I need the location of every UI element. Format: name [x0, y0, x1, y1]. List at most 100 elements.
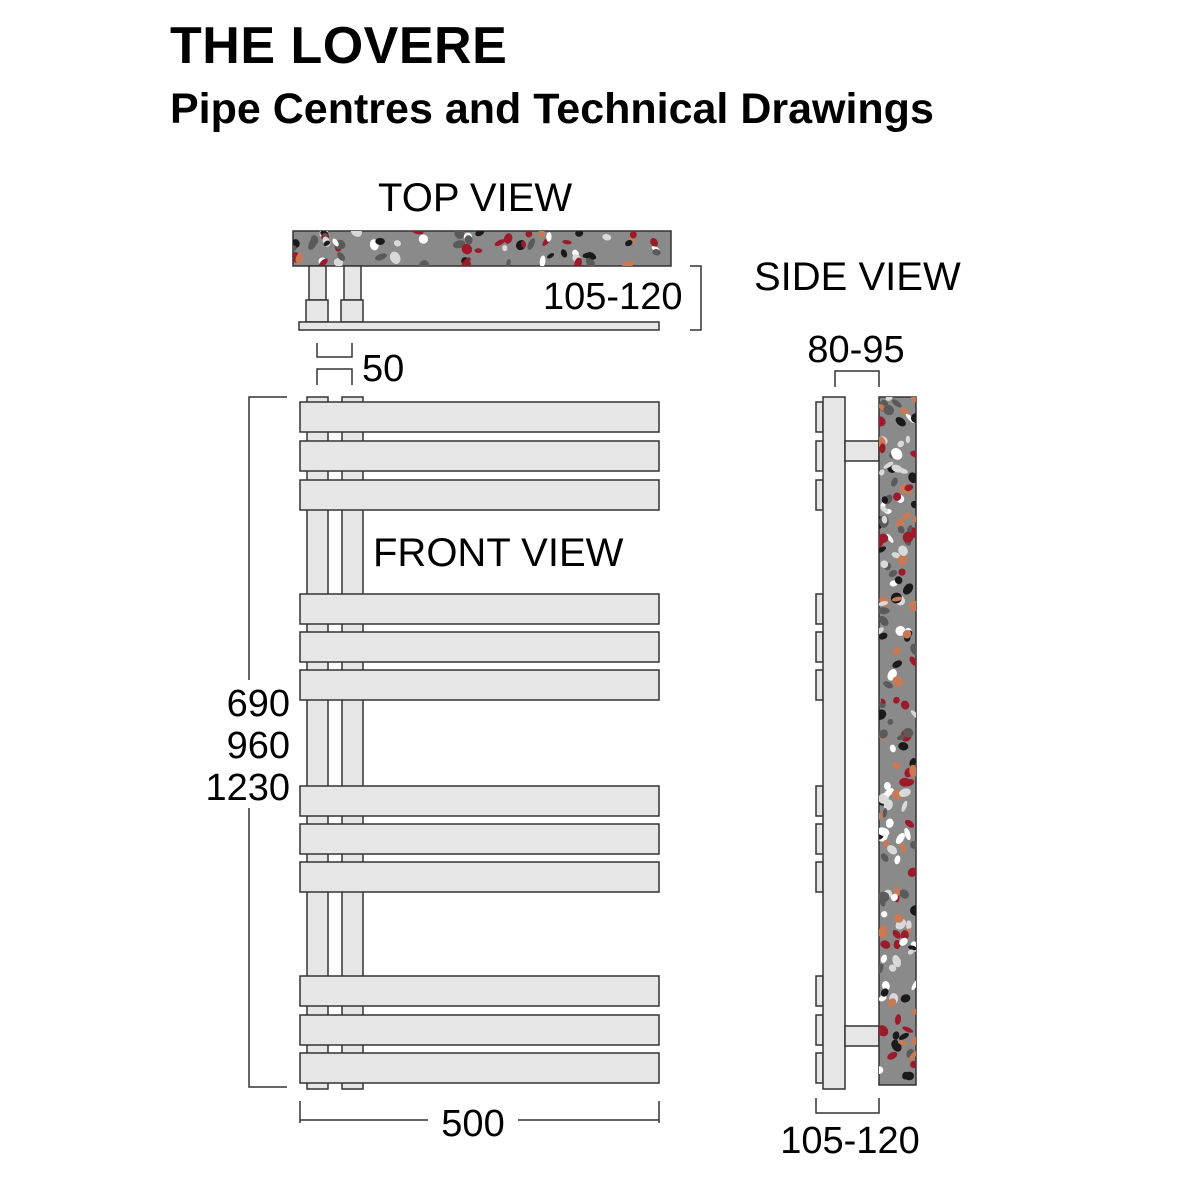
wall-speckle [393, 240, 401, 247]
wall-speckle [475, 231, 485, 237]
wall-speckle [461, 243, 473, 255]
wall-speckle [892, 676, 904, 687]
wall-speckle [389, 251, 401, 264]
towel-bar [299, 593, 660, 625]
wall-speckle [887, 845, 898, 855]
wall-speckle [902, 629, 912, 639]
wall-speckle [908, 472, 916, 483]
wall-speckle [503, 233, 513, 244]
wall-speckle [902, 583, 914, 595]
wall-speckle [602, 233, 612, 241]
side-gap-dimension [834, 370, 880, 387]
wall-speckle [880, 698, 886, 705]
wall-speckle [899, 777, 911, 787]
wall-speckle [885, 397, 893, 401]
towel-bar [299, 823, 660, 855]
wall-speckle [502, 244, 508, 252]
wall-speckle [897, 525, 905, 534]
wall-speckle [900, 700, 910, 710]
wall-speckle [879, 546, 886, 553]
wall-speckle [879, 443, 886, 454]
height-label-1230: 1230 [205, 767, 290, 809]
wall-speckle [904, 484, 914, 492]
page-title: THE LOVERE [170, 17, 508, 75]
wall-speckle [907, 867, 916, 877]
wall-speckle [562, 240, 572, 245]
wall-speckle [880, 940, 891, 949]
wall-speckle [539, 255, 546, 266]
wall-speckle [521, 240, 526, 248]
side-bar-end [815, 1052, 824, 1084]
wall-speckle [879, 1025, 889, 1037]
wall-speckle [911, 979, 916, 991]
wall-speckle [879, 533, 889, 544]
wall-speckle [887, 998, 897, 1007]
wall-speckle [652, 249, 661, 256]
wall-speckle [887, 718, 894, 725]
side-projection-dimension [815, 1098, 880, 1114]
wall-speckle [880, 954, 888, 963]
wall-speckle [879, 709, 887, 720]
wall-speckle [899, 842, 907, 854]
wall-speckle [898, 545, 908, 556]
wall-speckle [881, 496, 889, 504]
wall-speckle [892, 647, 901, 655]
wall-speckle [907, 949, 914, 955]
wall-speckle [899, 889, 910, 899]
wall-speckle [879, 827, 890, 837]
wall-speckle [293, 245, 297, 252]
towel-bar [299, 440, 660, 472]
wall-speckle [902, 1071, 909, 1080]
wall-speckle [894, 855, 901, 865]
wall-speckle [891, 399, 902, 408]
wall-speckle [412, 231, 424, 235]
wall-speckle [375, 253, 387, 261]
wall-speckle [332, 238, 339, 247]
wall-speckle [650, 237, 658, 247]
wall-speckle [883, 782, 891, 791]
towel-bar [299, 1014, 660, 1046]
side-bar-end [815, 861, 824, 893]
wall-speckle [909, 840, 916, 850]
wall-speckle [879, 627, 884, 635]
wall-speckle [894, 1014, 902, 1025]
side-bar-end [815, 823, 824, 855]
wall-speckle [574, 257, 582, 266]
wall-speckle [879, 416, 886, 427]
wall-speckle [901, 800, 908, 812]
wall-speckle [891, 447, 903, 460]
wall-speckle [912, 516, 916, 523]
side-bar-end [815, 669, 824, 701]
pipe-spacing-dimension [316, 343, 353, 385]
side-bar-end [815, 975, 824, 1007]
wall-speckle [911, 1036, 916, 1046]
side-bar-end [815, 593, 824, 625]
wall-speckle [894, 576, 903, 585]
wall-speckle [910, 643, 916, 656]
wall-speckle [905, 435, 911, 444]
wall-speckle [910, 500, 916, 509]
wall-speckle [909, 764, 916, 778]
side-bar-end [815, 631, 824, 663]
width-label: 500 [441, 1103, 504, 1145]
wall-speckle [902, 1026, 914, 1033]
wall-speckle [575, 231, 584, 237]
wall-speckle [900, 930, 909, 941]
wall-speckle [897, 440, 905, 448]
wall-speckle [895, 832, 905, 845]
top-projection-label: 105-120 [543, 276, 682, 318]
wall-speckle [883, 788, 894, 798]
wall-speckle [898, 568, 906, 576]
wall-speckle [323, 240, 331, 246]
wall-speckle [909, 1051, 916, 1061]
wall-speckle [629, 231, 637, 239]
wall-speckle [453, 240, 466, 249]
wall-speckle [895, 416, 906, 427]
side-projection-label: 105-120 [780, 1120, 919, 1162]
wall-speckle [892, 696, 900, 704]
wall-speckle [525, 231, 533, 238]
wall-speckle [897, 467, 908, 474]
wall-speckle [892, 929, 901, 939]
height-label-960: 960 [227, 725, 290, 767]
wall-speckle [908, 945, 916, 951]
